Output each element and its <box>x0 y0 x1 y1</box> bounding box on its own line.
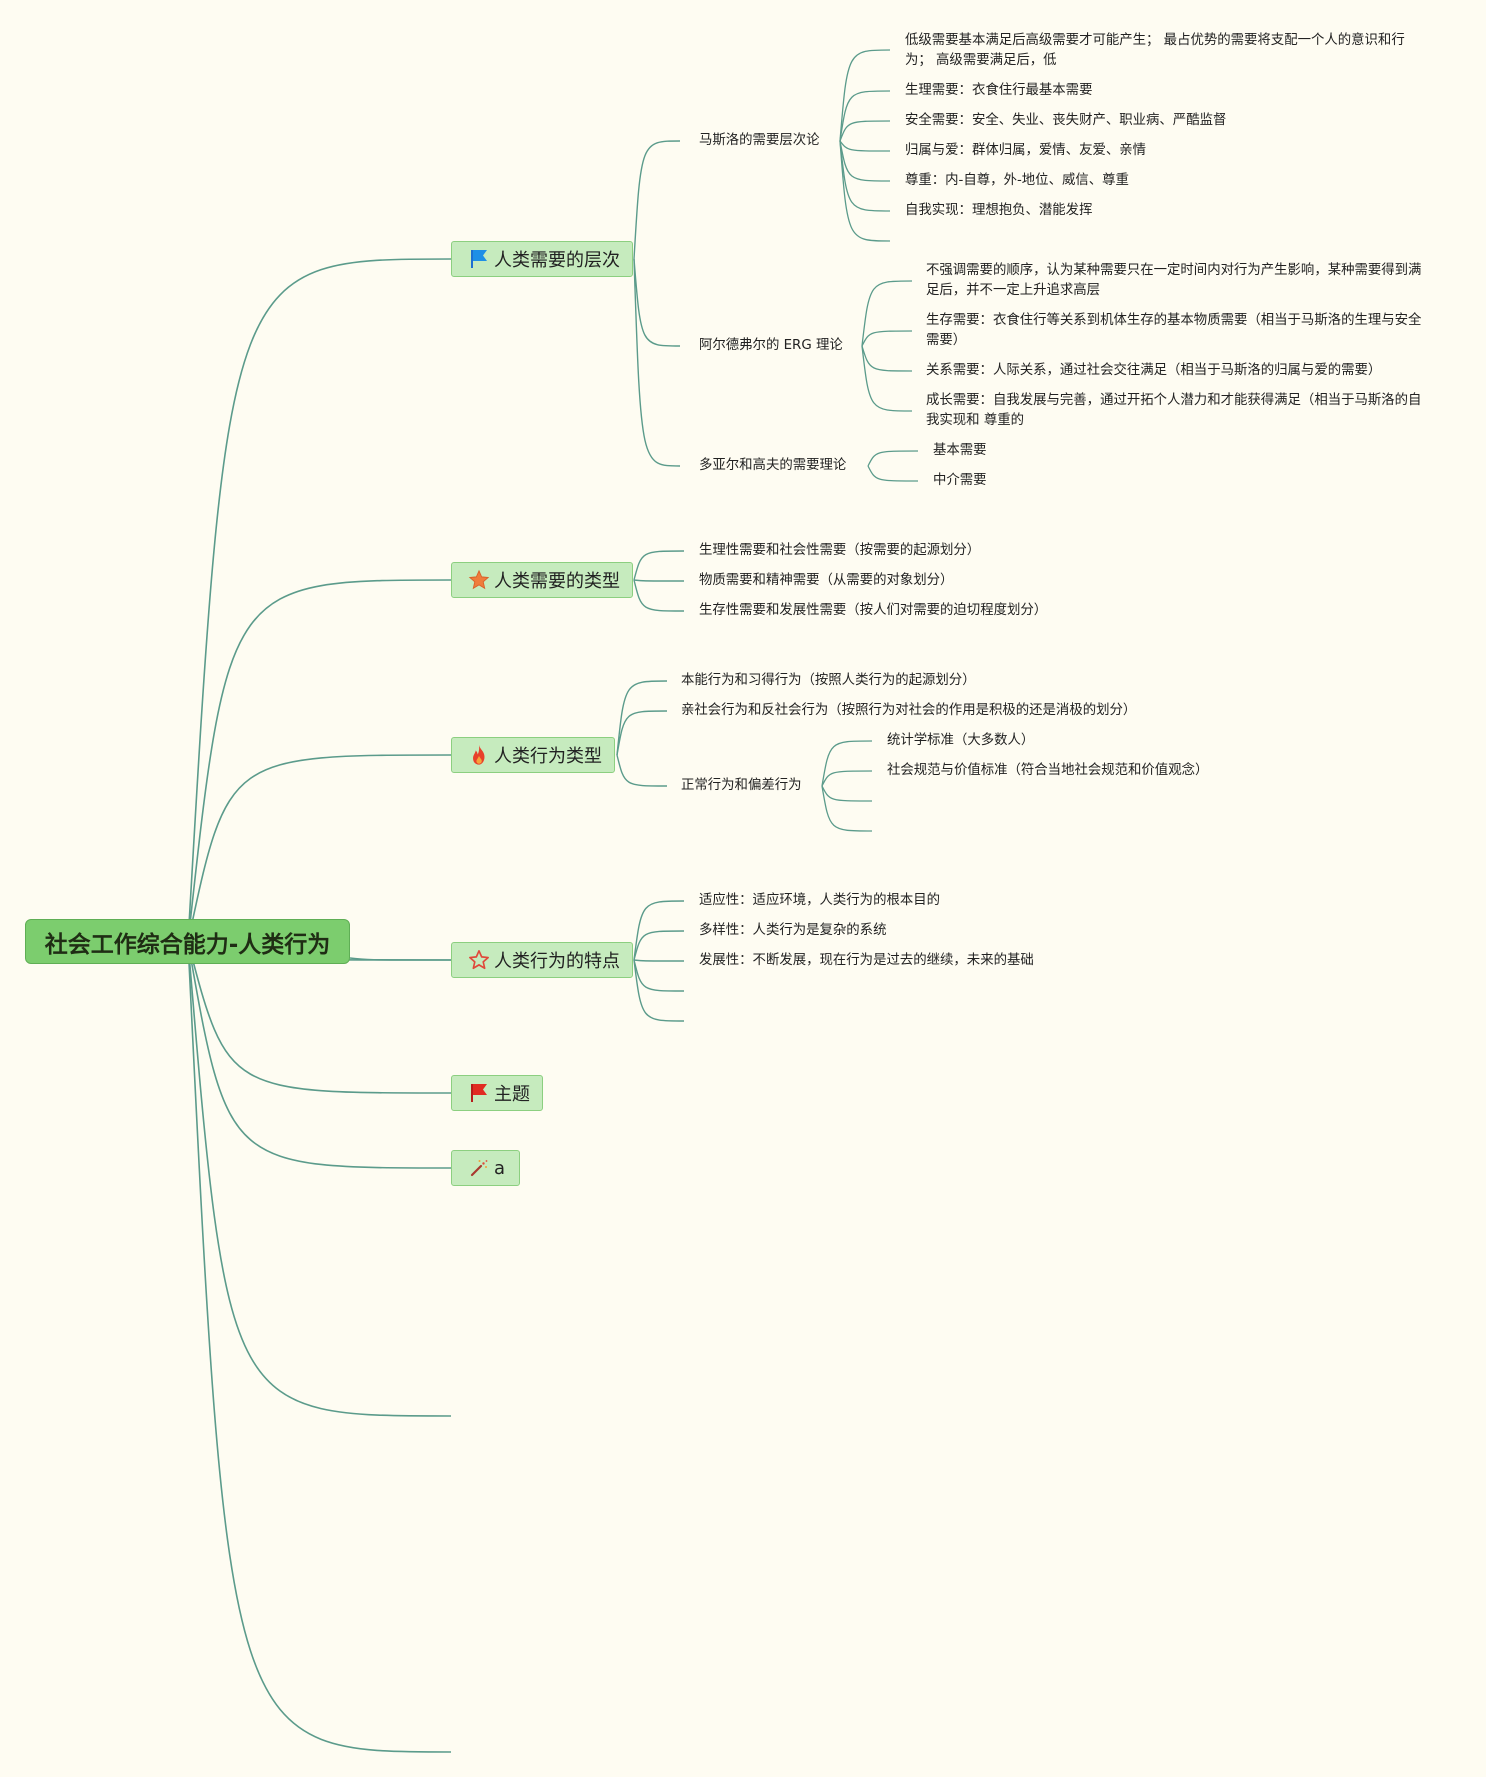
connector-23 <box>867 450 919 467</box>
outline-star-icon <box>468 949 490 971</box>
connector-24 <box>867 465 919 482</box>
connector-32 <box>821 770 873 787</box>
connector-22 <box>861 345 913 412</box>
topic-need-types[interactable]: 人类需要的类型 <box>451 562 633 598</box>
leaf-maslow-3[interactable]: 归属与爱：群体归属，爱情、友爱、亲情 <box>905 143 1147 158</box>
blue-flag-icon <box>468 248 490 270</box>
leaf-behavior-type-1[interactable]: 亲社会行为和反社会行为（按照行为对社会的作用是积极的还是消极的划分） <box>681 703 1137 718</box>
topic-behavior-traits[interactable]: 人类行为的特点 <box>451 942 633 978</box>
leaf-maslow-1[interactable]: 生理需要：衣食住行最基本需要 <box>905 83 1093 98</box>
connector-2 <box>187 754 452 943</box>
connector-25 <box>633 550 685 581</box>
leaf-trait-1[interactable]: 多样性：人类行为是复杂的系统 <box>699 923 887 938</box>
leaf-erg-1[interactable]: 生存需要：衣食住行等关系到机体生存的基本物质需要（相当于马斯洛的生理与安全需要） <box>926 313 1422 348</box>
connector-17 <box>839 140 891 212</box>
subtopic-maslow[interactable]: 马斯洛的需要层次论 <box>699 133 820 148</box>
connector-8 <box>349 957 452 961</box>
connector-35 <box>633 900 685 961</box>
connector-0 <box>187 258 452 943</box>
root-topic[interactable]: 社会工作综合能力-人类行为 <box>25 919 350 964</box>
connector-6 <box>187 941 452 1417</box>
topic-need-hierarchy[interactable]: 人类需要的层次 <box>451 241 633 277</box>
connector-13 <box>839 90 891 142</box>
connector-10 <box>633 258 681 347</box>
connector-26 <box>633 579 685 582</box>
leaf-behavior-type-0[interactable]: 本能行为和习得行为（按照人类行为的起源划分） <box>681 673 976 688</box>
topic-behavior-types-label: 人类行为类型 <box>494 746 602 767</box>
connector-20 <box>861 330 913 347</box>
leaf-trait-2[interactable]: 发展性：不断发展，现在行为是过去的继续，未来的基础 <box>699 953 1034 968</box>
connector-11 <box>633 258 681 467</box>
subtopic-normal-deviant[interactable]: 正常行为和偏差行为 <box>681 778 802 793</box>
connector-18 <box>839 140 891 242</box>
topic-behavior-types[interactable]: 人类行为类型 <box>451 737 615 773</box>
topic-theme[interactable]: 主题 <box>451 1075 543 1111</box>
topic-behavior-traits-label: 人类行为的特点 <box>494 951 620 972</box>
magic-wand-icon <box>468 1157 490 1179</box>
subtopic-doyal-gough[interactable]: 多亚尔和高夫的需要理论 <box>699 458 847 473</box>
connector-34 <box>821 785 873 832</box>
connector-4 <box>187 941 452 1094</box>
connector-15 <box>839 140 891 152</box>
leaf-maslow-2[interactable]: 安全需要：安全、失业、丧失财产、职业病、严酷监督 <box>905 113 1227 128</box>
fire-icon <box>468 744 490 766</box>
connector-38 <box>633 959 685 992</box>
connector-37 <box>633 959 685 962</box>
connector-27 <box>633 579 685 612</box>
leaf-erg-2[interactable]: 关系需要：人际关系，通过社会交往满足（相当于马斯洛的归属与爱的需要） <box>926 363 1382 378</box>
connector-30 <box>616 754 668 787</box>
topic-need-types-label: 人类需要的类型 <box>494 571 620 592</box>
connector-36 <box>633 930 685 961</box>
leaf-maslow-4[interactable]: 尊重：内-自尊，外-地位、威信、尊重 <box>905 173 1129 188</box>
connector-9 <box>633 140 681 260</box>
topic-theme-label: 主题 <box>494 1084 530 1105</box>
leaf-need-type-1[interactable]: 物质需要和精神需要（从需要的对象划分） <box>699 573 954 588</box>
connector-5 <box>187 941 452 1169</box>
connector-12 <box>839 49 891 142</box>
connector-29 <box>616 710 668 756</box>
connector-7 <box>187 941 452 1753</box>
connector-39 <box>633 959 685 1022</box>
connector-1 <box>187 579 452 943</box>
connector-19 <box>861 280 913 347</box>
connector-28 <box>616 680 668 756</box>
topic-a-label: a <box>494 1157 506 1179</box>
orange-star-icon <box>468 569 490 591</box>
leaf-erg-0[interactable]: 不强调需要的顺序，认为某种需要只在一定时间内对行为产生影响，某种需要得到满足后，… <box>926 263 1422 298</box>
connector-31 <box>821 740 873 787</box>
root-topic-label: 社会工作综合能力-人类行为 <box>44 931 331 958</box>
topic-a[interactable]: a <box>451 1150 521 1186</box>
red-flag-icon <box>468 1082 490 1104</box>
leaf-maslow-5[interactable]: 自我实现：理想抱负、潜能发挥 <box>905 203 1093 218</box>
connector-14 <box>839 120 891 142</box>
leaf-need-type-0[interactable]: 生理性需要和社会性需要（按需要的起源划分） <box>699 543 981 558</box>
leaf-standard-1[interactable]: 社会规范与价值标准（符合当地社会规范和价值观念） <box>887 763 1209 778</box>
leaf-need-type-2[interactable]: 生存性需要和发展性需要（按人们对需要的迫切程度划分） <box>699 603 1048 618</box>
subtopic-erg[interactable]: 阿尔德弗尔的 ERG 理论 <box>699 338 843 353</box>
leaf-standard-0[interactable]: 统计学标准（大多数人） <box>887 733 1035 748</box>
connector-21 <box>861 345 913 372</box>
connector-33 <box>821 785 873 802</box>
leaf-trait-0[interactable]: 适应性：适应环境，人类行为的根本目的 <box>699 893 941 908</box>
leaf-erg-3[interactable]: 成长需要：自我发展与完善，通过开拓个人潜力和才能获得满足（相当于马斯洛的自我实现… <box>926 393 1422 428</box>
topic-need-hierarchy-label: 人类需要的层次 <box>494 250 620 271</box>
leaf-maslow-0[interactable]: 低级需要基本满足后高级需要才可能产生； 最占优势的需要将支配一个人的意识和行为；… <box>905 33 1405 68</box>
leaf-doyal-1[interactable]: 中介需要 <box>933 473 987 488</box>
connector-16 <box>839 140 891 182</box>
leaf-doyal-0[interactable]: 基本需要 <box>933 443 987 458</box>
